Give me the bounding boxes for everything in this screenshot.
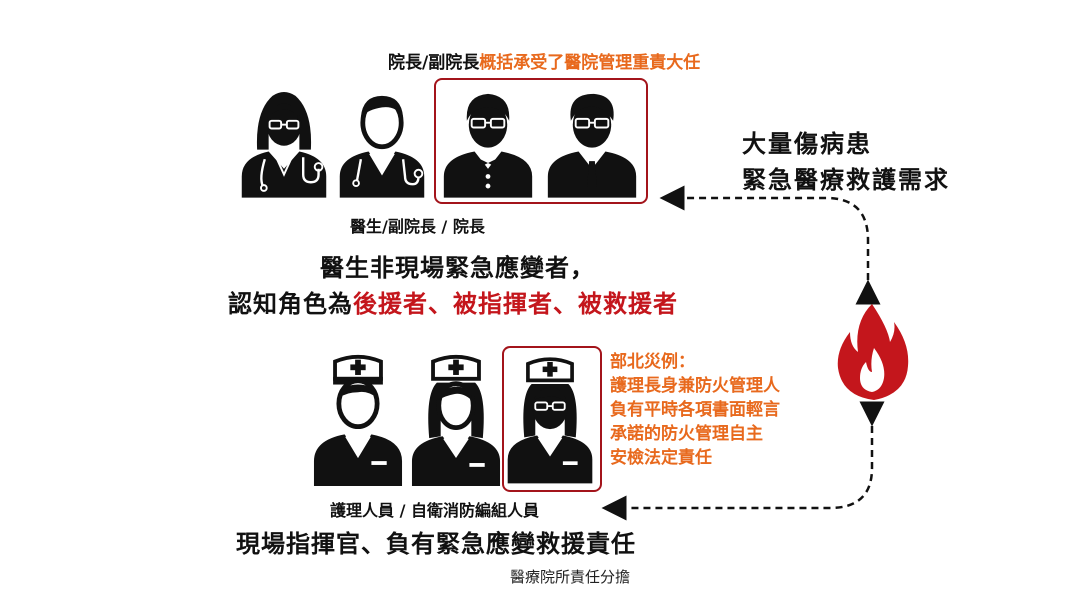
top-caption-role: 院長/副院長 bbox=[388, 53, 480, 73]
directors-highlight-box bbox=[434, 78, 648, 204]
case-note-line: 安檢法定責任 bbox=[610, 448, 712, 468]
nurse-statement: 現場指揮官、負有緊急應變救援責任 bbox=[236, 530, 636, 558]
physician-statement-line2: 認知角色為後援者、被指揮者、被救援者 bbox=[228, 284, 678, 319]
case-note-line: 承諾的防火管理自主 bbox=[610, 424, 763, 444]
top-caption: 院長/副院長概括承受了醫院管理重責大任 bbox=[388, 48, 700, 73]
nurse-icon bbox=[313, 354, 403, 486]
head-nurse-icon bbox=[507, 357, 593, 484]
case-note: 部北災例： 護理長身兼防火管理人 負有平時各項書面輕言 承諾的防火管理自主 安檢… bbox=[610, 350, 780, 470]
source-caption: 醫療院所責任分擔 bbox=[510, 568, 631, 586]
physician-group-label: 醫生/副院長 / 院長 bbox=[350, 217, 485, 236]
nurse-icon bbox=[411, 354, 501, 486]
case-note-line: 負有平時各項書面輕言 bbox=[610, 400, 780, 420]
male-doctor-icon bbox=[339, 95, 425, 198]
director-tie-icon bbox=[547, 93, 637, 198]
top-caption-statement: 概括承受了醫院管理重責大任 bbox=[479, 53, 701, 73]
female-doctor-icon bbox=[241, 92, 327, 198]
fire-icon bbox=[837, 304, 909, 400]
arrow-fire-to-nurses bbox=[601, 401, 885, 521]
nurse-group-label: 護理人員 / 自衛消防編組人員 bbox=[330, 501, 539, 520]
physician-statement-roles: 後援者、被指揮者、被救援者 bbox=[353, 290, 678, 318]
arrow-fire-to-physicians bbox=[659, 185, 881, 305]
case-note-title: 部北災例： bbox=[610, 352, 695, 372]
physician-statement-prefix: 認知角色為 bbox=[228, 290, 353, 318]
head-nurse-highlight-box bbox=[502, 346, 602, 492]
director-bowtie-icon bbox=[443, 93, 533, 198]
demand-line1: 大量傷病患 bbox=[742, 130, 872, 158]
physician-statement-line1: 醫生非現場緊急應變者， bbox=[320, 254, 595, 282]
case-note-line: 護理長身兼防火管理人 bbox=[610, 376, 780, 396]
